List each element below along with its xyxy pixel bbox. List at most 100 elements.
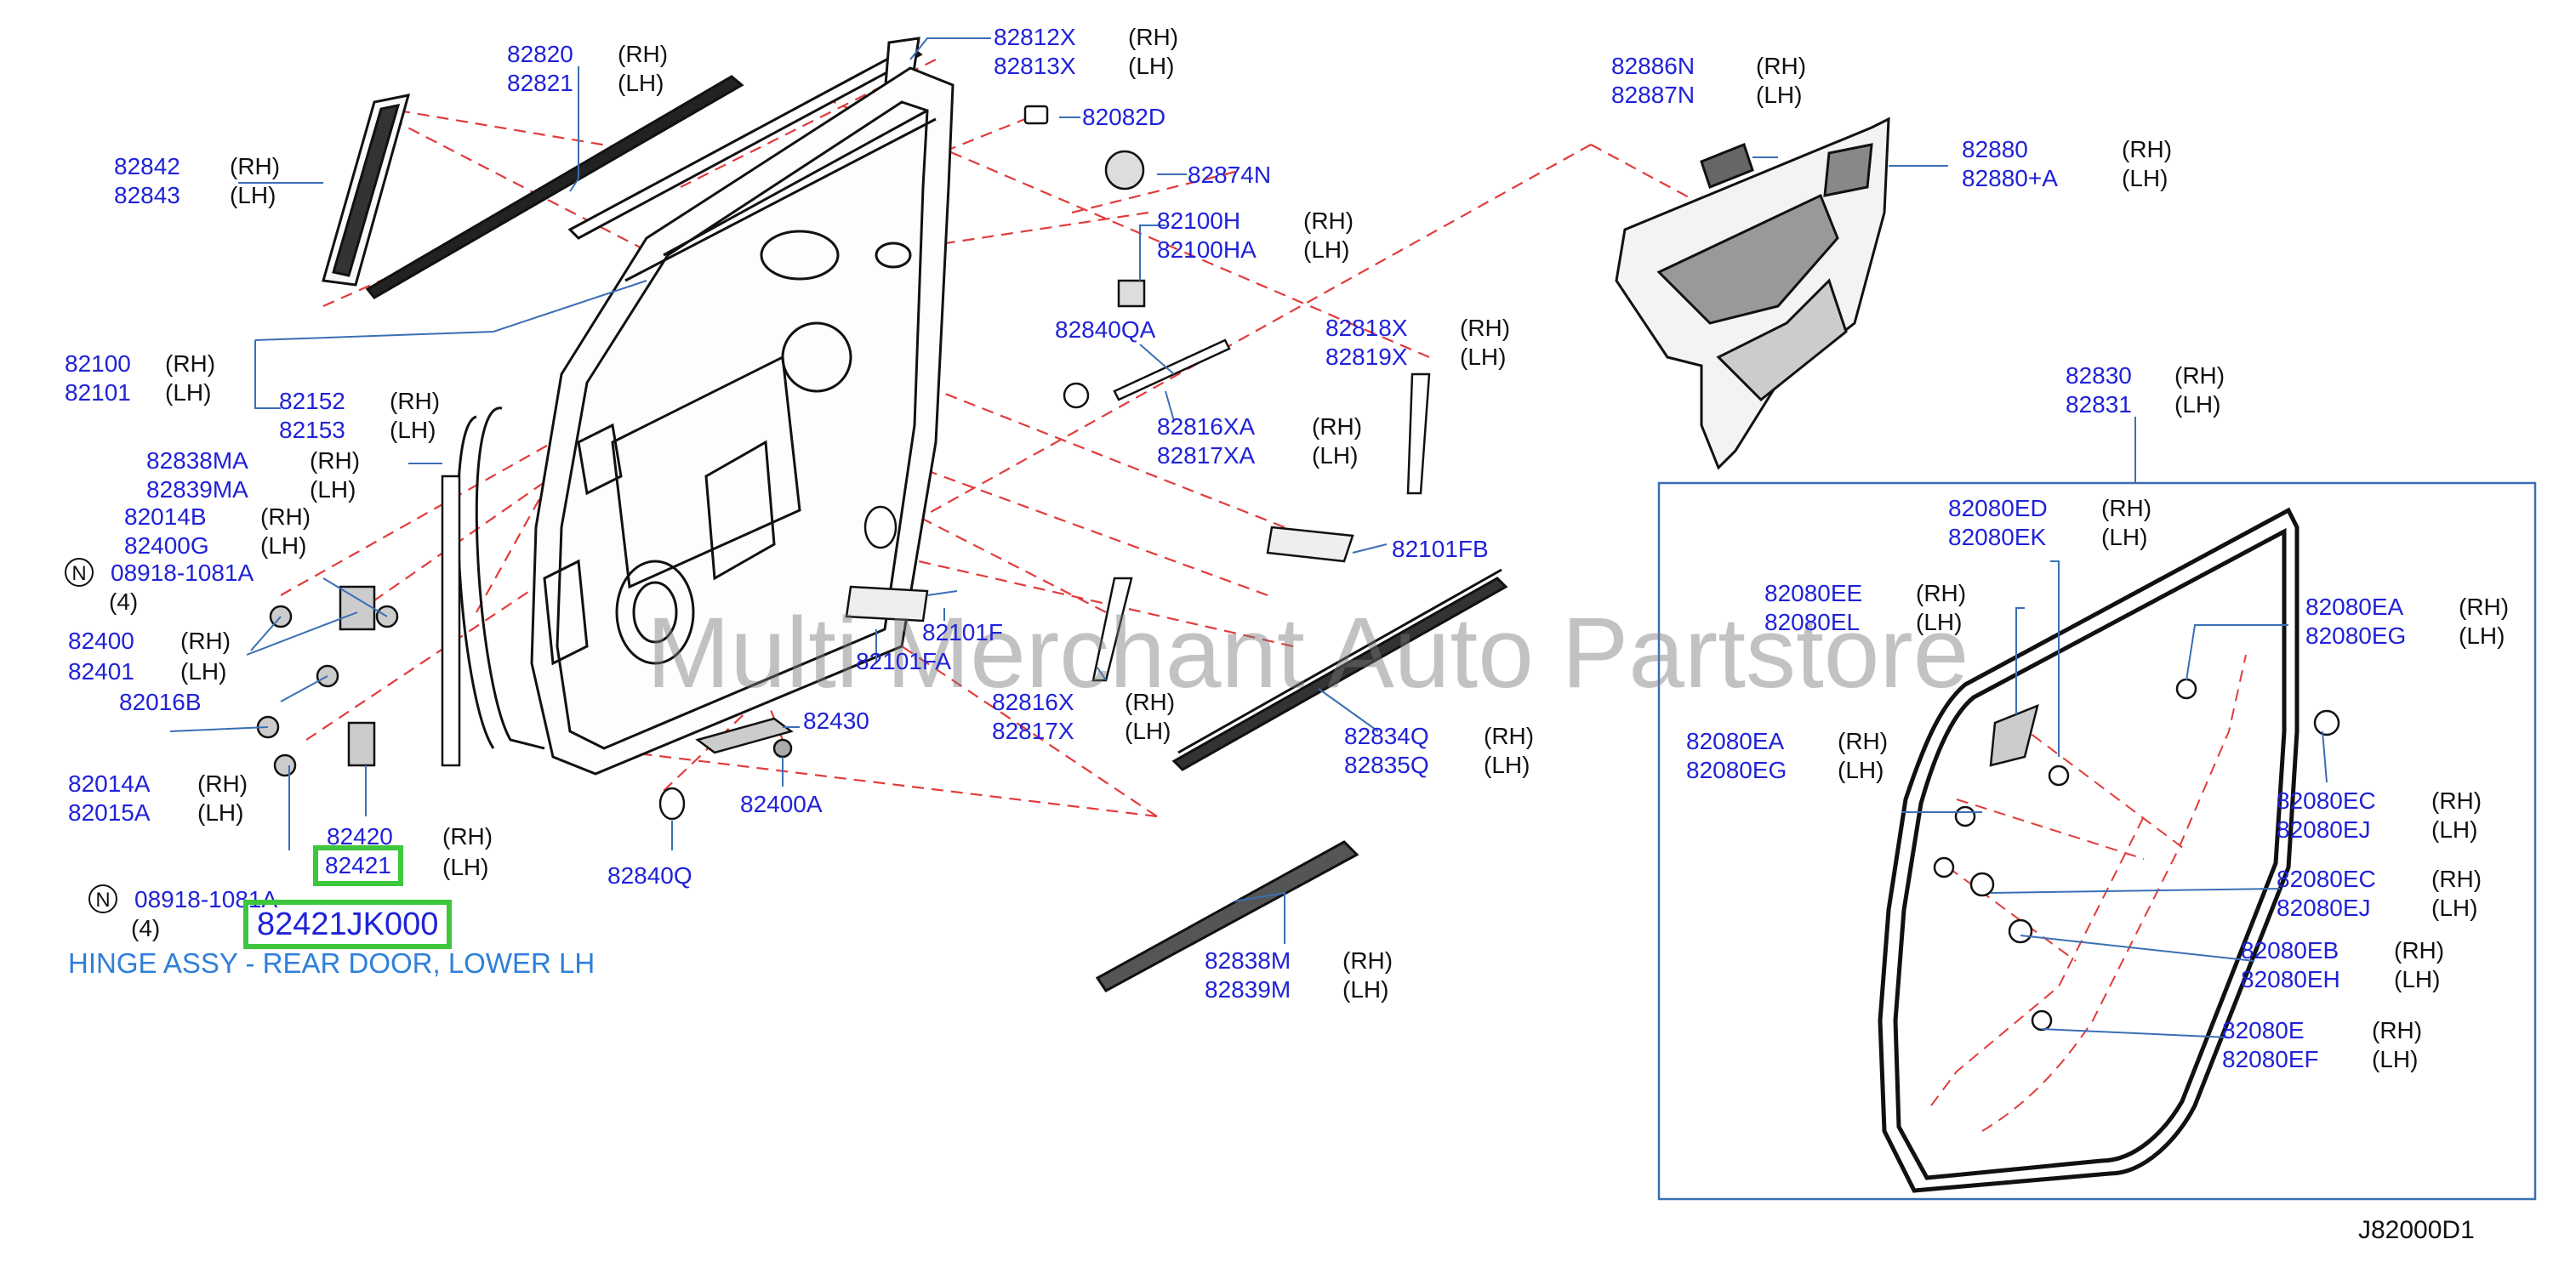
part-number[interactable]: 82886N xyxy=(1611,53,1695,79)
part-number[interactable]: 82016B xyxy=(119,689,202,715)
part-number[interactable]: 82080EJ xyxy=(2277,816,2371,843)
part-number[interactable]: 82080EJ xyxy=(2277,895,2371,921)
side-indicator: (LH) xyxy=(260,532,307,559)
part-number[interactable]: 08918-1081A xyxy=(111,560,254,586)
side-indicator: (RH) xyxy=(1342,947,1393,974)
part-number[interactable]: 82818X xyxy=(1325,315,1408,341)
part-number[interactable]: 82100 xyxy=(65,350,131,377)
side-indicator: (LH) xyxy=(1484,752,1530,778)
part-number[interactable]: 82100HA xyxy=(1157,236,1257,263)
part-number[interactable]: 82080EC xyxy=(2277,787,2376,814)
side-indicator: (RH) xyxy=(2431,866,2482,892)
part-number[interactable]: 82816X xyxy=(992,689,1074,715)
part-number[interactable]: 82101FA xyxy=(856,648,952,674)
part-number[interactable]: 82821 xyxy=(507,70,573,96)
part-number[interactable]: 82080E xyxy=(2222,1017,2305,1043)
side-indicator: (LH) xyxy=(1756,82,1803,108)
part-number[interactable]: 82080EH xyxy=(2241,966,2340,992)
side-indicator: (LH) xyxy=(2431,895,2478,921)
part-number[interactable]: 82831 xyxy=(2066,391,2132,418)
part-number[interactable]: 82080EE xyxy=(1764,580,1863,606)
side-indicator: (RH) xyxy=(1312,413,1363,440)
part-number[interactable]: 82842 xyxy=(114,153,180,179)
part-number[interactable]: 82819X xyxy=(1325,344,1408,370)
weatherstrip-clips xyxy=(1933,678,2340,1032)
part-number[interactable]: 82838M xyxy=(1205,947,1291,974)
part-number[interactable]: 82400 xyxy=(68,628,134,654)
side-indicator: (RH) xyxy=(2122,136,2173,162)
part-number[interactable]: 82813X xyxy=(994,53,1076,79)
side-indicator: (LH) xyxy=(1128,53,1175,79)
quantity: (4) xyxy=(109,588,139,615)
part-number[interactable]: 82014B xyxy=(124,503,207,530)
part-number[interactable]: 82420 xyxy=(327,823,393,850)
side-indicator: (RH) xyxy=(2174,362,2226,389)
part-number[interactable]: 82834Q xyxy=(1344,723,1429,749)
part-number[interactable]: 82817X xyxy=(992,718,1074,744)
part-number[interactable]: 82101F xyxy=(922,619,1003,645)
part-number-highlighted[interactable]: 82421 xyxy=(313,845,403,886)
part-number[interactable]: 82817XA xyxy=(1157,442,1256,469)
side-indicator: (RH) xyxy=(230,153,281,179)
part-number[interactable]: 82080ED xyxy=(1948,495,2048,521)
weatherstrip-dashes xyxy=(1930,654,2247,1132)
part-number[interactable]: 82101FB xyxy=(1392,536,1489,562)
part-number[interactable]: 82080EF xyxy=(2222,1046,2319,1072)
part-number[interactable]: 82400A xyxy=(740,791,823,817)
part-number[interactable]: 82080EK xyxy=(1948,524,2047,550)
side-indicator: (RH) xyxy=(1303,207,1354,234)
side-indicator: (RH) xyxy=(2101,495,2152,521)
side-indicator: (RH) xyxy=(2372,1017,2423,1043)
part-number[interactable]: 82080EA xyxy=(1686,728,1785,754)
part-number[interactable]: 82400G xyxy=(124,532,209,559)
side-indicator: (LH) xyxy=(165,379,212,406)
side-indicator: (LH) xyxy=(2122,165,2169,191)
part-number[interactable]: 82839MA xyxy=(146,476,248,503)
part-number[interactable]: 82080EG xyxy=(2305,622,2407,649)
part-number[interactable]: 82082D xyxy=(1082,104,1166,130)
door-weatherstrip xyxy=(1878,507,2300,1193)
part-number[interactable]: 82152 xyxy=(279,388,345,414)
part-number[interactable]: 82101 xyxy=(65,379,131,406)
side-indicator: (RH) xyxy=(1838,728,1889,754)
n-symbol-icon: N xyxy=(65,558,94,587)
side-indicator: (RH) xyxy=(1484,723,1535,749)
side-indicator: (RH) xyxy=(180,628,231,654)
part-number[interactable]: 82080EG xyxy=(1686,757,1787,783)
side-indicator: (LH) xyxy=(442,854,489,880)
part-number[interactable]: 82880 xyxy=(1962,136,2028,162)
highlighted-part-number[interactable]: 82421JK000 xyxy=(243,900,453,949)
part-number[interactable]: 82080EC xyxy=(2277,866,2376,892)
quantity: (4) xyxy=(131,915,161,941)
part-number[interactable]: 82820 xyxy=(507,41,573,67)
part-number[interactable]: 82835Q xyxy=(1344,752,1429,778)
part-number[interactable]: 82843 xyxy=(114,182,180,208)
part-number[interactable]: 82874N xyxy=(1188,162,1272,188)
part-number[interactable]: 82401 xyxy=(68,658,134,685)
part-number[interactable]: 82812X xyxy=(994,24,1076,50)
part-number[interactable]: 82816XA xyxy=(1157,413,1256,440)
part-number[interactable]: 82830 xyxy=(2066,362,2132,389)
part-number[interactable]: 82014A xyxy=(68,770,151,797)
part-number[interactable]: 82430 xyxy=(803,708,869,734)
part-number[interactable]: 08918-1081A xyxy=(134,886,278,912)
part-number[interactable]: 82100H xyxy=(1157,207,1241,234)
side-indicator: (RH) xyxy=(1125,689,1176,715)
part-number[interactable]: 82887N xyxy=(1611,82,1695,108)
side-indicator: (RH) xyxy=(310,447,361,474)
part-number[interactable]: 82080EL xyxy=(1764,609,1861,635)
part-number[interactable]: 82840QA xyxy=(1055,316,1156,343)
part-number[interactable]: 82838MA xyxy=(146,447,248,474)
part-number[interactable]: 82080EB xyxy=(2241,937,2339,964)
part-number[interactable]: 82080EA xyxy=(2305,594,2404,620)
part-number[interactable]: 82840Q xyxy=(607,862,692,889)
part-number[interactable]: 82839M xyxy=(1205,976,1291,1003)
part-number[interactable]: 82880+A xyxy=(1962,165,2058,191)
assembly-guide-lines xyxy=(280,59,1702,818)
side-indicator: (LH) xyxy=(1125,718,1171,744)
part-number[interactable]: 82015A xyxy=(68,799,151,826)
part-number[interactable]: 82153 xyxy=(279,417,345,443)
lower-seal-strip xyxy=(1095,840,1359,992)
side-indicator: (LH) xyxy=(1342,976,1389,1003)
